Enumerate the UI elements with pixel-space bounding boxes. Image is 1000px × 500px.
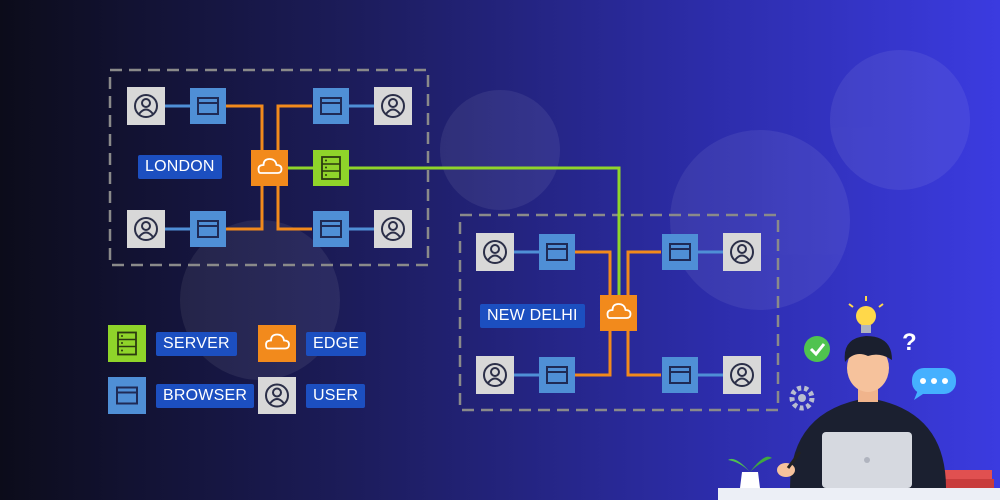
legend-server-icon [108,325,146,362]
london-server-node [313,150,349,186]
browser-edge-links [226,104,661,377]
person-with-laptop-illustration [718,336,1000,500]
legend-label-server: SERVER [156,332,237,356]
new-delhi-user-top-left [476,233,514,271]
london-user-bottom-left [127,210,165,248]
new-delhi-user-bottom-left [476,356,514,394]
london-browser-bottom-right [313,211,349,247]
question-mark-icon: ? [902,329,917,356]
checkmark-icon [804,336,830,362]
legend-label-browser: BROWSER [156,384,255,408]
lightbulb-icon [848,296,884,333]
london-edge-node [251,150,288,186]
legend-label-user: USER [306,384,366,408]
edge-server-links [288,166,621,295]
new-delhi-browser-bottom-left [539,357,575,393]
svg-text:?: ? [902,329,917,356]
new-delhi-browser-top-left [539,234,575,270]
gear-icon [789,385,815,411]
london-browser-top-right [313,88,349,124]
legend-label-edge: EDGE [306,332,367,356]
legend-edge-icon [258,325,296,362]
london-browser-bottom-left [190,211,226,247]
chat-bubble-icon [912,368,956,400]
legend-user-icon [258,377,296,414]
london-user-top-right [374,87,412,125]
new-delhi-user-bottom-right [723,356,761,394]
new-delhi-browser-top-right [662,234,698,270]
london-user-top-left [127,87,165,125]
new-delhi-edge-node [600,295,637,331]
new-delhi-browser-bottom-right [662,357,698,393]
region-label-london: LONDON [138,155,222,179]
region-box-london [108,68,430,267]
new-delhi-user-top-right [723,233,761,271]
user-browser-links [165,104,723,377]
region-label-new-delhi: NEW DELHI [480,304,585,328]
london-user-bottom-right [374,210,412,248]
legend-browser-icon [108,377,146,414]
london-browser-top-left [190,88,226,124]
